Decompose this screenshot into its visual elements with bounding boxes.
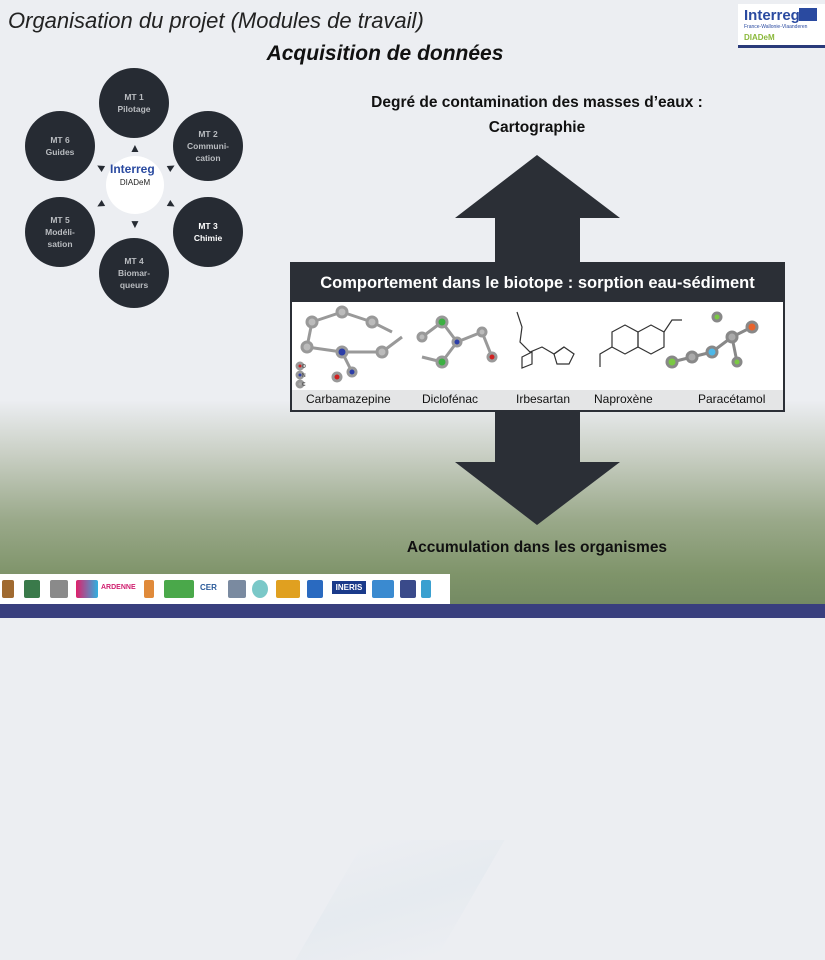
molecule-label: Irbesartan — [516, 392, 571, 406]
partner-logo — [421, 580, 431, 598]
module-mt3: MT 3 Chimie — [173, 197, 243, 267]
partner-logo — [76, 580, 98, 598]
logo-brand: Interreg — [744, 7, 800, 24]
molecule-label: Diclofénac — [422, 392, 479, 406]
partner-logo — [144, 580, 154, 598]
molecule-label: Naproxène — [594, 392, 653, 406]
arrow-up-icon: ▲ — [129, 141, 141, 155]
irbesartan-structure — [516, 311, 575, 369]
carbamazepine-structure — [295, 305, 403, 389]
module-name: Communi- — [186, 140, 230, 151]
module-code: MT 2 — [198, 128, 218, 139]
box-title: Comportement dans le biotope : sorption … — [320, 274, 755, 292]
legend-n: N — [302, 373, 306, 379]
center-brand: Interreg — [110, 162, 155, 176]
diclofenac-structure — [416, 315, 498, 369]
partner-logo — [252, 580, 268, 598]
module-name: Biomar- — [117, 267, 151, 278]
partner-logo — [24, 580, 40, 598]
partner-logo — [228, 580, 246, 598]
partner-ardenne: ARDENNE — [101, 584, 136, 591]
module-name: cation — [195, 153, 221, 164]
module-name: Chimie — [193, 233, 223, 243]
molecule-structures — [295, 305, 759, 389]
partner-logo — [164, 580, 194, 598]
sorption-box: Comportement dans le biotope : sorption … — [290, 262, 785, 412]
module-mt1: MT 1 Pilotage — [99, 68, 169, 138]
module-code: MT 3 — [198, 220, 218, 231]
arrow-down-icon: ▼ — [129, 217, 141, 231]
molecule-labels: Carbamazepine Diclofénac Irbesartan Napr… — [292, 390, 783, 410]
module-name: Guides — [45, 147, 75, 157]
slide-subtitle: Acquisition de données — [266, 42, 504, 65]
slide-title: Organisation du projet (Modules de trava… — [8, 8, 424, 33]
partner-logo — [2, 580, 14, 598]
river — [295, 840, 505, 960]
module-name: Pilotage — [117, 104, 151, 114]
module-name: queurs — [119, 280, 149, 291]
module-name: sation — [47, 239, 73, 250]
paracetamol-structure — [665, 311, 759, 369]
partner-logo — [307, 580, 323, 598]
partner-logo — [400, 580, 416, 598]
module-mt6: MT 6 Guides — [25, 111, 95, 181]
eu-flag-icon — [799, 8, 817, 21]
interreg-logo: Interreg France-Wallonie-Vlaanderen DIAD… — [738, 4, 825, 48]
module-name: Modéli- — [45, 226, 75, 237]
legend-o: O — [302, 364, 306, 370]
center-project: DIADeM — [119, 178, 151, 187]
module-code: MT 4 — [124, 255, 144, 266]
partner-ineris: INERIS — [332, 581, 366, 594]
naproxen-structure — [599, 319, 682, 367]
molecule-images — [292, 302, 783, 390]
partner-cer: CER — [200, 583, 217, 592]
partner-logo — [50, 580, 68, 598]
partner-logo — [372, 580, 394, 598]
logo-project: DIADeM — [744, 33, 775, 42]
module-code: MT 6 — [50, 134, 70, 145]
footer-bar — [0, 604, 825, 618]
partner-logos: ARDENNE CER INERIS — [0, 574, 450, 605]
top-heading-line2: Cartographie — [488, 119, 586, 136]
top-heading-line1: Degré de contamination des masses d’eaux… — [371, 94, 703, 111]
logo-region: France-Wallonie-Vlaanderen — [744, 24, 808, 30]
module-code: MT 5 — [50, 214, 70, 225]
bottom-heading: Accumulation dans les organismes — [406, 539, 668, 556]
molecule-label: Carbamazepine — [306, 392, 391, 406]
molecule-label: Paracétamol — [698, 392, 766, 406]
module-code: MT 1 — [124, 91, 144, 102]
partner-logo — [276, 580, 300, 598]
arrow-down-head — [455, 410, 620, 525]
legend-c: C — [302, 382, 306, 388]
arrow-up-head — [455, 155, 620, 262]
double-arrow — [455, 155, 620, 525]
